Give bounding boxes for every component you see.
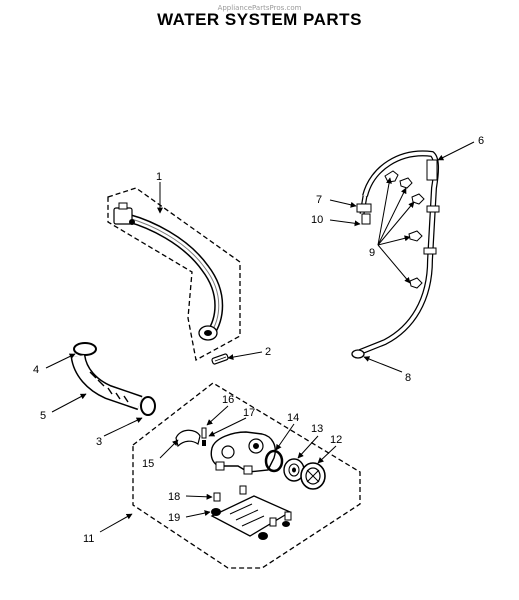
valve-assembly-group: [132, 382, 361, 569]
drain-hose-group: [70, 342, 156, 416]
callout-12: 12: [330, 434, 342, 446]
callout-11: 11: [83, 533, 94, 545]
callout-9: 9: [369, 247, 375, 259]
gasket: [264, 449, 284, 473]
screen-part: [211, 353, 229, 365]
page-title: WATER SYSTEM PARTS: [157, 10, 362, 29]
fill-hose-group: [351, 150, 440, 359]
leader-lines: [45, 141, 475, 533]
callout-1: 1: [156, 171, 162, 183]
hose-clamp-bottom: [140, 396, 156, 416]
callout-8: 8: [405, 372, 411, 384]
hose-connector: [356, 203, 372, 213]
cap: [300, 462, 326, 490]
hose-end-fitting: [351, 349, 365, 359]
callout-18: 18: [168, 491, 180, 503]
filter: [283, 458, 305, 482]
watermark-text: AppliancePartsPros.com: [217, 4, 302, 12]
inlet-hose-dashed-box: [107, 187, 241, 361]
callout-14: 14: [287, 412, 299, 424]
callout-10: 10: [311, 214, 323, 226]
callout-5: 5: [40, 410, 46, 422]
callout-2: 2: [265, 346, 271, 358]
callout-3: 3: [96, 436, 102, 448]
valve-assembly-dashed-box: [132, 382, 361, 569]
callout-4: 4: [33, 364, 39, 376]
hose-clips: [384, 170, 425, 289]
bracket: [175, 429, 201, 448]
callout-13: 13: [311, 423, 323, 435]
callout-17: 17: [243, 407, 255, 419]
callout-16: 16: [222, 394, 234, 406]
hose-clamp-top: [73, 342, 97, 356]
callout-19: 19: [168, 512, 180, 524]
callout-15: 15: [142, 458, 154, 470]
inlet-hose-group: [107, 187, 241, 361]
mounting-plate: [210, 495, 292, 537]
callout-6: 6: [478, 135, 484, 147]
callout-labels: 1 2 3 4 5 6 7 8 9 10 11 12 13 14 15 16 1…: [33, 135, 484, 545]
callout-7: 7: [316, 194, 322, 206]
